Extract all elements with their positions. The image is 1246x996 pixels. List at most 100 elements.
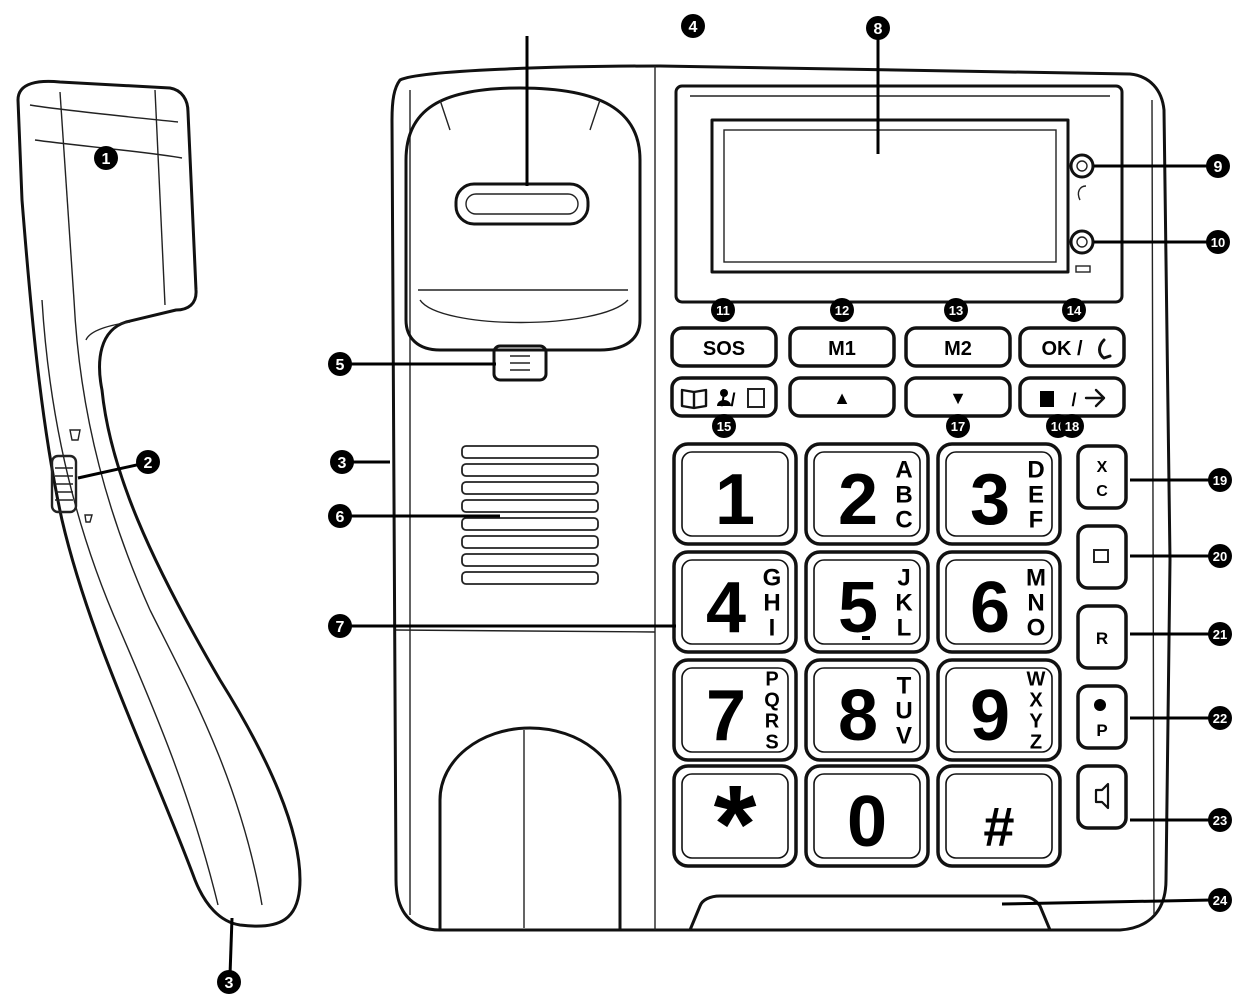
callout-disc <box>1208 888 1232 912</box>
callout-23: 23 <box>1208 808 1232 832</box>
callout-number: 11 <box>716 303 730 318</box>
delete-label-c: C <box>1096 483 1108 500</box>
key-digit: 8 <box>838 676 878 756</box>
key-letter: K <box>895 589 913 616</box>
callout-number: 15 <box>717 419 731 434</box>
key-digit: 0 <box>847 782 887 862</box>
callout-17: 17 <box>946 414 970 438</box>
key-hash[interactable]: # <box>936 764 1062 868</box>
recall-button[interactable] <box>1076 604 1128 670</box>
callout-disc <box>830 298 854 322</box>
callout-number: 7 <box>336 619 345 636</box>
callout-12: 12 <box>830 298 854 322</box>
key-letter: O <box>1027 614 1046 641</box>
key-0[interactable]: 0 <box>804 764 930 868</box>
callout-number: 6 <box>336 509 345 526</box>
key-letter: G <box>763 564 782 591</box>
callout-19: 19 <box>1208 468 1232 492</box>
callout-18: 18 <box>1060 414 1084 438</box>
callout-14: 14 <box>1062 298 1086 322</box>
store-icon <box>747 388 765 408</box>
callout-number: 17 <box>951 419 965 434</box>
callout-disc <box>944 298 968 322</box>
callout-disc <box>946 414 970 438</box>
key-1[interactable]: 1 <box>672 442 798 546</box>
key-letter: V <box>896 722 912 749</box>
up-button[interactable] <box>788 376 896 418</box>
callout-disc <box>328 352 352 376</box>
key-digit: # <box>983 795 1014 858</box>
flash-button[interactable] <box>1076 524 1128 590</box>
key-star[interactable]: * <box>672 763 798 886</box>
callout-number: 12 <box>835 303 849 318</box>
ok-call-button[interactable] <box>1018 326 1126 368</box>
callout-disc <box>866 16 890 40</box>
key-letter: M <box>1026 564 1046 591</box>
delete-button[interactable] <box>1076 444 1128 510</box>
key-letter: Y <box>1029 711 1043 733</box>
callout-number: 2 <box>144 455 153 472</box>
pause-button[interactable] <box>1076 684 1128 750</box>
key-face <box>681 667 789 753</box>
callout-disc <box>330 450 354 474</box>
callout-disc <box>712 414 736 438</box>
callout-disc <box>1208 544 1232 568</box>
ok-label: OK / <box>1041 338 1083 360</box>
key-face <box>945 667 1053 753</box>
key-letter: W <box>1027 669 1046 691</box>
key-digit: 1 <box>715 460 755 540</box>
key-digit: 9 <box>970 676 1010 756</box>
tactile-dot <box>862 636 870 640</box>
key-letter: I <box>769 614 776 641</box>
callout-20: 20 <box>1208 544 1232 568</box>
callout-2: 2 <box>136 450 160 474</box>
key-letter: U <box>895 697 912 724</box>
person-icon <box>720 389 728 397</box>
callout-9: 9 <box>1206 154 1230 178</box>
callout-3: 3 <box>330 450 354 474</box>
callout-10: 10 <box>1206 230 1230 254</box>
callout-disc <box>328 504 352 528</box>
m2-label: M2 <box>944 338 972 360</box>
callout-21: 21 <box>1208 622 1232 646</box>
callout-8: 8 <box>866 16 890 40</box>
sos-button[interactable] <box>670 326 778 368</box>
callout-number: 24 <box>1213 893 1228 908</box>
pause-icon <box>1094 699 1106 711</box>
key-face <box>945 451 1053 537</box>
m1-button[interactable] <box>788 326 896 368</box>
callout-disc <box>328 614 352 638</box>
callout-15: 15 <box>712 414 736 438</box>
callout-24: 24 <box>1208 888 1232 912</box>
m1-label: M1 <box>828 338 856 360</box>
key-letter: X <box>1029 690 1043 712</box>
callout-number: 8 <box>874 21 883 38</box>
speaker-button[interactable] <box>1076 764 1128 830</box>
key-letter: S <box>765 732 778 754</box>
m2-button[interactable] <box>904 326 1012 368</box>
pause-label: P <box>1096 721 1107 740</box>
callout-disc <box>1208 706 1232 730</box>
key-digit: 2 <box>838 460 878 540</box>
key-letter: T <box>897 672 912 699</box>
callout-disc <box>681 14 705 38</box>
key-face <box>681 451 789 537</box>
key-face <box>681 559 789 645</box>
key-letter: N <box>1027 589 1044 616</box>
handset-icon <box>1098 338 1112 360</box>
callout-number: 19 <box>1213 473 1227 488</box>
handset <box>16 79 302 928</box>
up-label: ▲ <box>833 388 851 408</box>
callout-disc <box>1062 298 1086 322</box>
soft-keys: SOS M1 M2 OK / ▲ ▼ / / / <box>670 326 1126 418</box>
callout-disc <box>711 298 735 322</box>
